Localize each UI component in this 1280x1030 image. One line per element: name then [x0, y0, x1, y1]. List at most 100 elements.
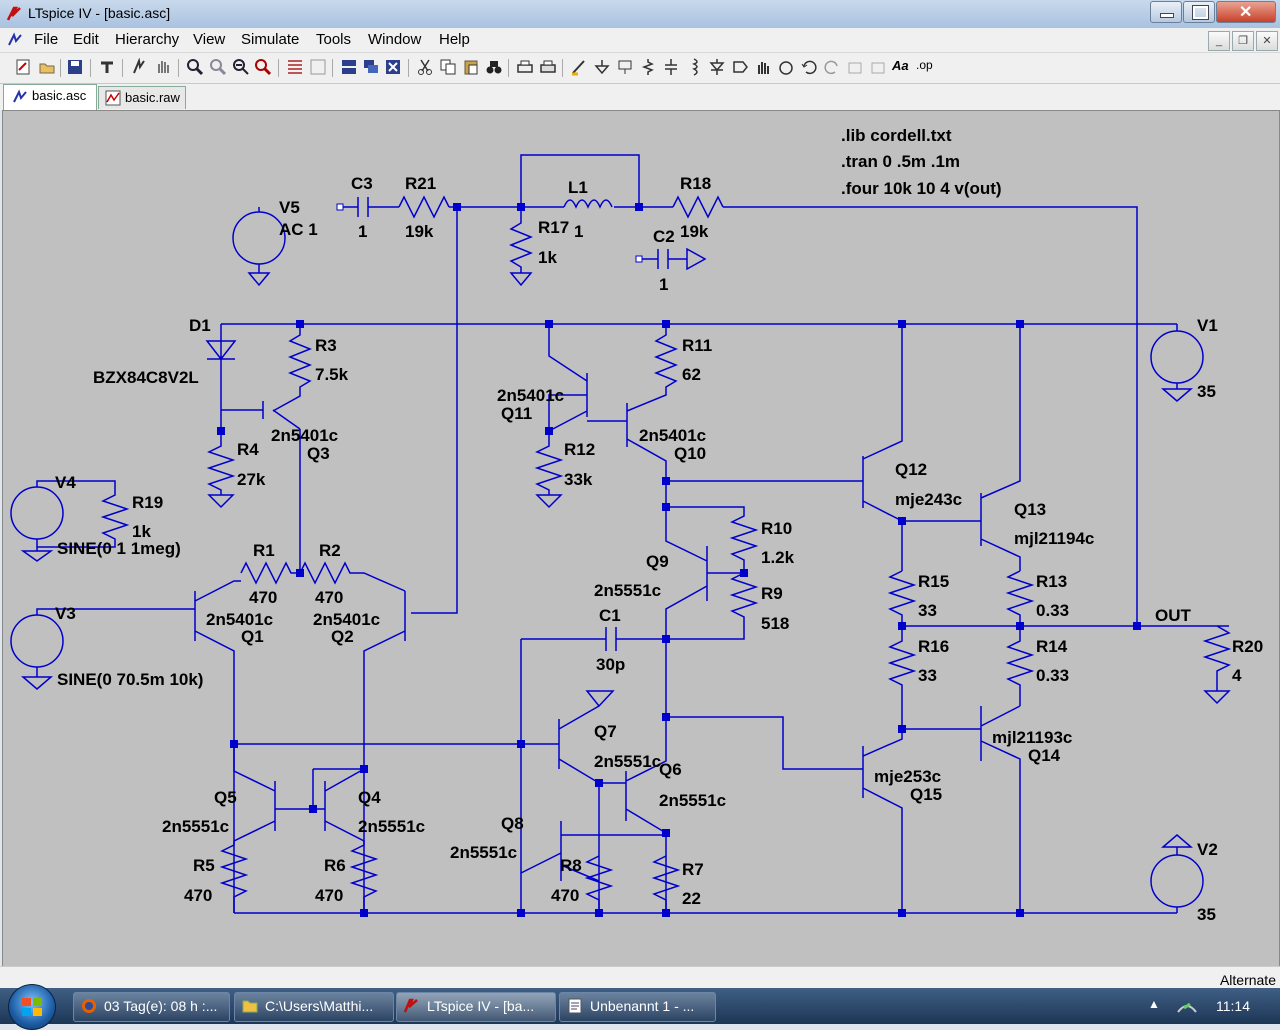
- label-Q6[interactable]: Q6: [659, 760, 682, 779]
- label-Q13[interactable]: Q13: [1014, 500, 1046, 519]
- menu-tools[interactable]: Tools: [316, 31, 352, 48]
- tab-basic-asc[interactable]: basic.asc: [3, 84, 97, 110]
- value-R14[interactable]: 0.33: [1036, 666, 1069, 685]
- taskbar-item-ltspice[interactable]: LTspice IV - [ba...: [396, 992, 556, 1022]
- value-R2[interactable]: 470: [315, 588, 343, 607]
- show-hidden-icons-icon[interactable]: ▲: [1148, 997, 1160, 1011]
- value-Q11[interactable]: 2n5401c: [497, 386, 564, 405]
- label-R1[interactable]: R1: [253, 541, 275, 560]
- value-Q3[interactable]: 2n5401c: [271, 426, 338, 445]
- value-C3[interactable]: 1: [358, 222, 367, 241]
- value-V1[interactable]: 35: [1197, 382, 1216, 401]
- tile-horizontal-icon[interactable]: [340, 58, 358, 76]
- value-R13[interactable]: 0.33: [1036, 601, 1069, 620]
- label-R17[interactable]: R17: [538, 218, 569, 237]
- label-Q15[interactable]: Q15: [910, 785, 942, 804]
- label-Q10[interactable]: Q10: [674, 444, 706, 463]
- label-Q4[interactable]: Q4: [358, 788, 381, 807]
- schematic-canvas[interactable]: .lib cordell.txt .tran 0 .5m .1m .four 1…: [2, 110, 1280, 967]
- label-Q3[interactable]: Q3: [307, 444, 330, 463]
- label-C1[interactable]: C1: [599, 606, 621, 625]
- close-all-icon[interactable]: [384, 58, 402, 76]
- label-R11[interactable]: R11: [682, 336, 712, 355]
- menu-view[interactable]: View: [193, 31, 226, 48]
- label-R7[interactable]: R7: [682, 860, 704, 879]
- value-R6[interactable]: 470: [315, 886, 343, 905]
- halt-icon[interactable]: [154, 58, 172, 76]
- save-icon[interactable]: [66, 58, 84, 76]
- label-Q1[interactable]: Q1: [241, 627, 264, 646]
- mdi-minimize-button[interactable]: _: [1208, 31, 1230, 51]
- cascade-icon[interactable]: [362, 58, 380, 76]
- value-R10[interactable]: 1.2k: [761, 548, 795, 567]
- inductor-icon[interactable]: [685, 58, 703, 76]
- minimize-button[interactable]: [1150, 1, 1182, 23]
- label-R13[interactable]: R13: [1036, 572, 1067, 591]
- value-R15[interactable]: 33: [918, 601, 937, 620]
- value-Q14[interactable]: mjl21193c: [992, 728, 1072, 747]
- zoom-in-icon[interactable]: [186, 58, 204, 76]
- value-Q13[interactable]: mjl21194c: [1014, 529, 1094, 548]
- label-R5[interactable]: R5: [193, 856, 215, 875]
- value-R19[interactable]: 1k: [132, 522, 151, 541]
- value-Q7[interactable]: 2n5551c: [594, 752, 661, 771]
- menu-simulate[interactable]: Simulate: [241, 31, 300, 48]
- component-icon[interactable]: [731, 58, 749, 76]
- value-Q5[interactable]: 2n5551c: [162, 817, 229, 836]
- value-C2[interactable]: 1: [659, 275, 668, 294]
- value-Q15[interactable]: mje253c: [874, 767, 941, 786]
- value-Q8[interactable]: 2n5551c: [450, 843, 517, 862]
- label-Q9[interactable]: Q9: [646, 552, 669, 571]
- label-R2[interactable]: R2: [319, 541, 341, 560]
- rotate-icon[interactable]: [846, 58, 864, 76]
- value-V3[interactable]: SINE(0 70.5m 10k): [57, 670, 203, 689]
- label-Q14[interactable]: Q14: [1028, 746, 1061, 765]
- value-Q1[interactable]: 2n5401c: [206, 610, 273, 629]
- label-Q8[interactable]: Q8: [501, 814, 524, 833]
- control-panel-icon[interactable]: [98, 58, 116, 76]
- label-Q7[interactable]: Q7: [594, 722, 617, 741]
- label-V5[interactable]: V5: [279, 198, 300, 217]
- paste-icon[interactable]: [462, 58, 480, 76]
- ltspice-app-icon[interactable]: [6, 5, 24, 23]
- value-R9[interactable]: 518: [761, 614, 789, 633]
- menu-window[interactable]: Window: [368, 31, 422, 48]
- value-R21[interactable]: 19k: [405, 222, 434, 241]
- clock[interactable]: 11:14: [1216, 998, 1250, 1014]
- draw-wire-icon[interactable]: [570, 58, 588, 76]
- pan-icon[interactable]: [209, 58, 227, 76]
- tab-basic-raw[interactable]: basic.raw: [98, 86, 186, 109]
- ground-icon[interactable]: [593, 58, 611, 76]
- taskbar-item-firefox[interactable]: 03 Tag(e): 08 h :...: [73, 992, 230, 1022]
- label-R4[interactable]: R4: [237, 440, 259, 459]
- value-R1[interactable]: 470: [249, 588, 277, 607]
- redo-icon[interactable]: [823, 58, 841, 76]
- label-R21[interactable]: R21: [405, 174, 436, 193]
- capacitor-icon[interactable]: [662, 58, 680, 76]
- undo-icon[interactable]: [800, 58, 818, 76]
- label-R12[interactable]: R12: [564, 440, 595, 459]
- label-C2[interactable]: C2: [653, 227, 675, 246]
- menu-hierarchy[interactable]: Hierarchy: [115, 31, 180, 48]
- label-V1[interactable]: V1: [1197, 316, 1218, 335]
- value-V5[interactable]: AC 1: [279, 220, 318, 239]
- value-Q9[interactable]: 2n5551c: [594, 581, 661, 600]
- value-R16[interactable]: 33: [918, 666, 937, 685]
- value-D1[interactable]: BZX84C8V2L: [93, 368, 199, 387]
- document-icon[interactable]: [6, 31, 24, 49]
- taskbar-item-explorer[interactable]: C:\Users\Matthi...: [234, 992, 394, 1022]
- label-Q2[interactable]: Q2: [331, 627, 354, 646]
- directive-four[interactable]: .four 10k 10 4 v(out): [841, 179, 1002, 198]
- label-Q12[interactable]: Q12: [895, 460, 927, 479]
- label-R10[interactable]: R10: [761, 519, 792, 538]
- value-C1[interactable]: 30p: [596, 655, 625, 674]
- spice-directive-icon[interactable]: .op: [916, 58, 933, 72]
- directive-tran[interactable]: .tran 0 .5m .1m: [841, 152, 960, 171]
- mdi-close-button[interactable]: ✕: [1256, 31, 1278, 51]
- value-R3[interactable]: 7.5k: [315, 365, 349, 384]
- label-V2[interactable]: V2: [1197, 840, 1218, 859]
- value-R20[interactable]: 4: [1232, 666, 1242, 685]
- menu-help[interactable]: Help: [439, 31, 470, 48]
- directive-lib[interactable]: .lib cordell.txt: [841, 126, 952, 145]
- new-schematic-icon[interactable]: [14, 58, 32, 76]
